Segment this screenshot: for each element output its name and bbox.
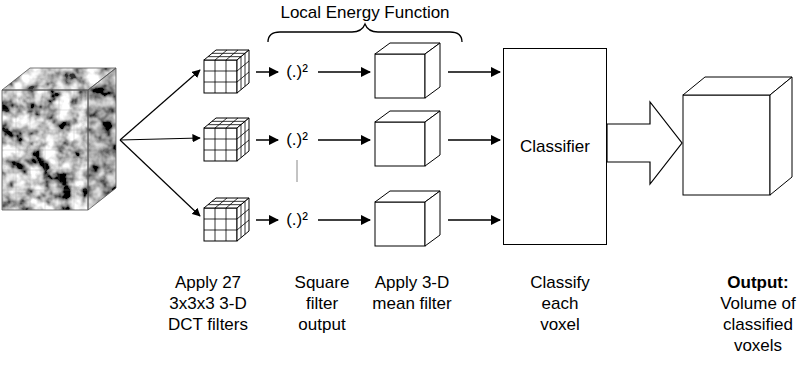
energy-volume [375,111,440,166]
dct-filter [204,198,249,241]
box-label: Classifier [520,136,590,157]
ellipsis-bar [297,160,298,182]
step-caption: Apply 27 3x3x3 3-D DCT filters [152,272,264,335]
process-box: Classifier [503,48,607,245]
energy-volume [375,43,440,98]
square-operator: (.)² [275,61,319,82]
square-operator: (.)² [275,209,319,230]
dct-filter [204,50,249,93]
output-volume [683,77,792,195]
group-title: Local Energy Function [245,2,485,23]
brace [268,24,462,42]
step-caption: Volume of classified voxels [712,293,804,356]
classifier-arrows [448,72,500,220]
input-volume [2,68,116,210]
square-arrows [256,72,370,220]
step-caption: Square filter output [286,272,358,335]
step-caption: Apply 3-D mean filter [363,272,461,314]
fan-arrows [120,70,200,216]
hollow-arrow [607,102,682,184]
output-heading: Output: [708,272,808,293]
square-operator: (.)² [275,129,319,150]
dct-filter [204,118,249,161]
energy-volume [375,191,440,246]
step-caption: Classify each voxel [523,272,597,335]
